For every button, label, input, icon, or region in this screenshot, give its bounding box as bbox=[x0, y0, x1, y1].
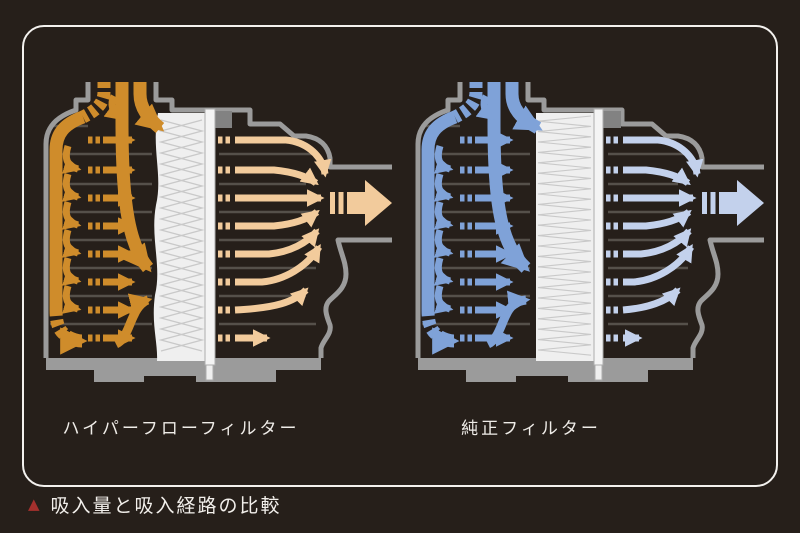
caption-text: 吸入量と吸入経路の比較 bbox=[50, 495, 282, 517]
hyperflow-airbox-diagram bbox=[43, 82, 392, 382]
stock-airbox-diagram bbox=[415, 82, 764, 382]
hyperflow-label: ハイパーフローフィルター bbox=[62, 419, 300, 439]
stock-label: 純正フィルター bbox=[461, 419, 601, 439]
panel-frame bbox=[22, 25, 778, 487]
caption-triangle-icon: ▲ bbox=[28, 495, 42, 513]
caption: ▲ 吸入量と吸入経路の比較 bbox=[28, 491, 282, 518]
